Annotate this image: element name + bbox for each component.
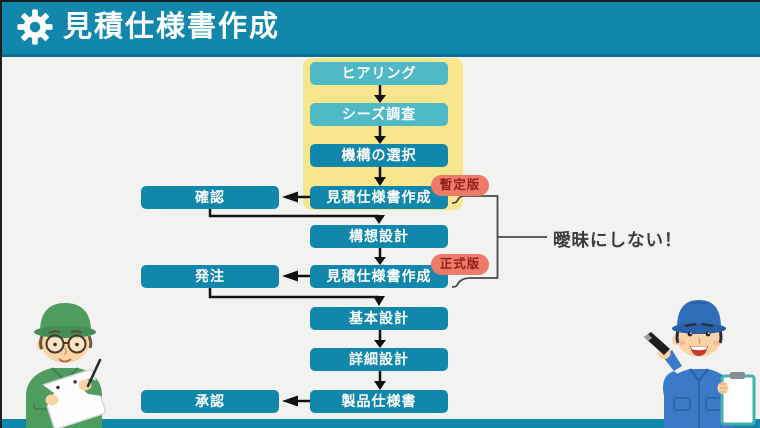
worker-writing-illustration [26, 303, 107, 428]
badge-provisional-version: 暫定版 [431, 175, 489, 196]
page-title: 見積仕様書作成 [63, 11, 281, 43]
flow-step-mechanism-selection: 機構の選択 [310, 144, 448, 167]
screen-left-edge [0, 0, 2, 428]
flow-step-quote-spec-final: 見積仕様書作成 [310, 265, 448, 288]
side-step-order: 発注 [141, 265, 279, 288]
footer-bar [0, 419, 760, 428]
worker-presenting-illustration [644, 300, 756, 428]
app-header: 見積仕様書作成 [0, 0, 760, 57]
flow-step-hearing: ヒアリング [310, 62, 448, 85]
flow-step-product-spec: 製品仕様書 [310, 390, 448, 413]
badge-official-version: 正式版 [431, 254, 489, 275]
flow-step-concept-design: 構想設計 [310, 225, 448, 248]
side-step-approval: 承認 [141, 390, 279, 413]
gear-icon [16, 8, 54, 51]
side-step-confirm: 確認 [141, 186, 279, 209]
flow-step-detail-design: 詳細設計 [310, 348, 448, 371]
annotation-note: 曖昧にしない！ [553, 230, 683, 250]
flow-step-quote-spec-draft: 見積仕様書作成 [310, 186, 448, 209]
screen-top-edge [0, 0, 760, 2]
flow-step-basic-design: 基本設計 [310, 307, 448, 330]
flow-step-seeds-research: シーズ調査 [310, 103, 448, 126]
